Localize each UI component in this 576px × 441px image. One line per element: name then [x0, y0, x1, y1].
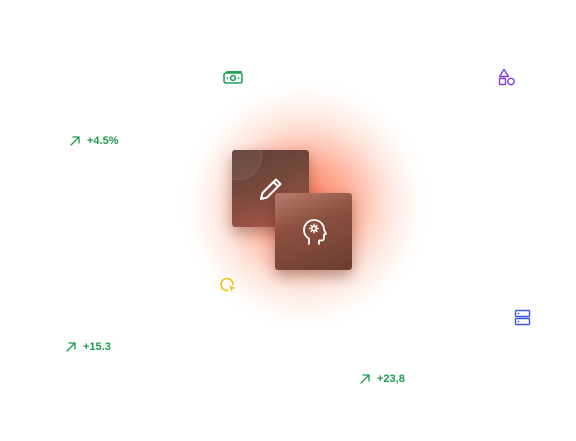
stat-value: +15.3: [83, 341, 111, 353]
server-icon: [514, 309, 531, 326]
pencil-icon: [259, 178, 281, 200]
trend-up-arrow-icon: [70, 136, 80, 146]
stat-growth-3: +23,8: [359, 373, 405, 385]
stat-value: +4.5%: [87, 135, 119, 147]
money-bill-icon: [223, 71, 243, 84]
refresh-cursor-icon: [220, 277, 236, 292]
stat-value: +23,8: [377, 373, 405, 385]
head-gear-icon: [302, 218, 327, 245]
mind-card[interactable]: [275, 193, 352, 270]
shapes-icon: [498, 68, 515, 86]
stat-growth-1: +4.5%: [69, 135, 119, 147]
trend-up-arrow-icon: [360, 374, 370, 384]
edit-card[interactable]: [232, 150, 309, 227]
trend-up-arrow-icon: [66, 342, 76, 352]
stat-growth-2: +15.3: [65, 341, 111, 353]
